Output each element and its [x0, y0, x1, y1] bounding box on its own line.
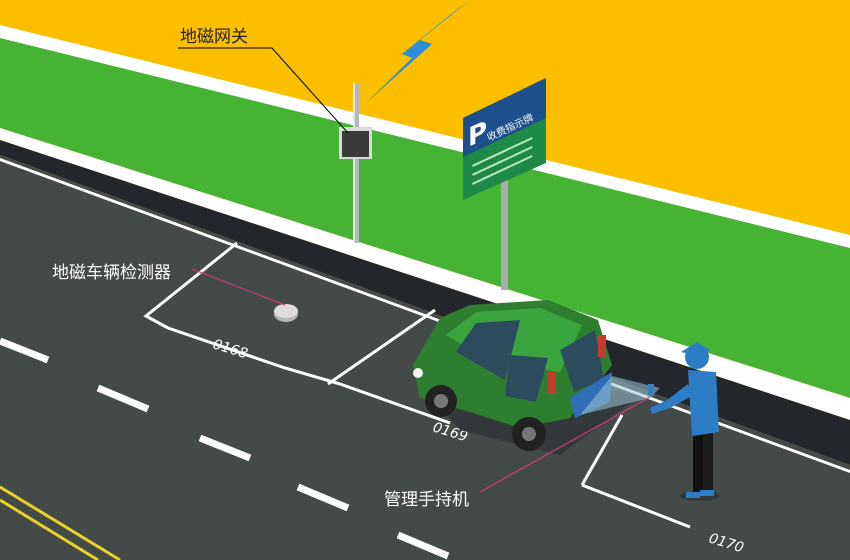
gateway-box [339, 127, 372, 159]
lower-curb-white [0, 128, 850, 420]
gateway-pole [353, 83, 359, 243]
parking-sign: P 收费指示牌 [463, 78, 546, 200]
signal-lightning-icon [365, 0, 470, 104]
center-dashes [0, 337, 450, 560]
leader-lines [178, 47, 651, 493]
grass-strip [0, 38, 850, 398]
detector-label: 地磁车辆检测器 [52, 263, 171, 283]
magnetic-detector [274, 304, 298, 322]
handheld-label: 管理手持机 [384, 490, 469, 510]
sign-pole [501, 170, 508, 290]
sign-letter: P [468, 116, 487, 154]
parked-car [413, 300, 612, 451]
scan-beam [580, 376, 660, 415]
parking-lines [143, 241, 691, 529]
yellow-lines [0, 485, 121, 560]
parking-attendant [648, 342, 720, 501]
gateway-label: 地磁网关 [180, 27, 248, 47]
